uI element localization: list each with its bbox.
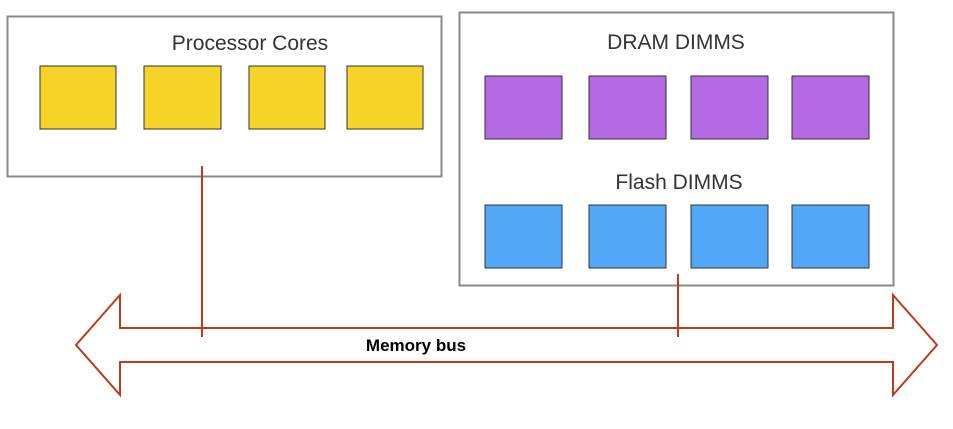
flash-dimm-chip [484,204,563,269]
dram-dimms-title: DRAM DIMMS [607,31,745,54]
flash-dimms-title: Flash DIMMS [615,171,742,194]
flash-dimm-chip [791,204,870,269]
processor-core-chip [248,65,326,130]
processor-core-chip [346,65,424,130]
dram-dimm-chip [791,75,870,140]
dram-dimm-chip [588,75,667,140]
processor-cores-title: Processor Cores [172,32,328,55]
processor-cores-group: Processor Cores [6,15,443,178]
memory-dimms-group: DRAM DIMMS Flash DIMMS [458,11,895,287]
memory-bus: Memory bus [74,166,939,398]
memory-bus-label: Memory bus [366,336,466,355]
flash-dimm-chip [690,204,769,269]
processor-core-chip [39,65,117,130]
flash-dimm-chip [588,204,667,269]
dram-dimm-chip [484,75,563,140]
memory-bus-arrow [74,292,939,398]
dram-dimm-chip [690,75,769,140]
processor-core-chip [143,65,222,130]
